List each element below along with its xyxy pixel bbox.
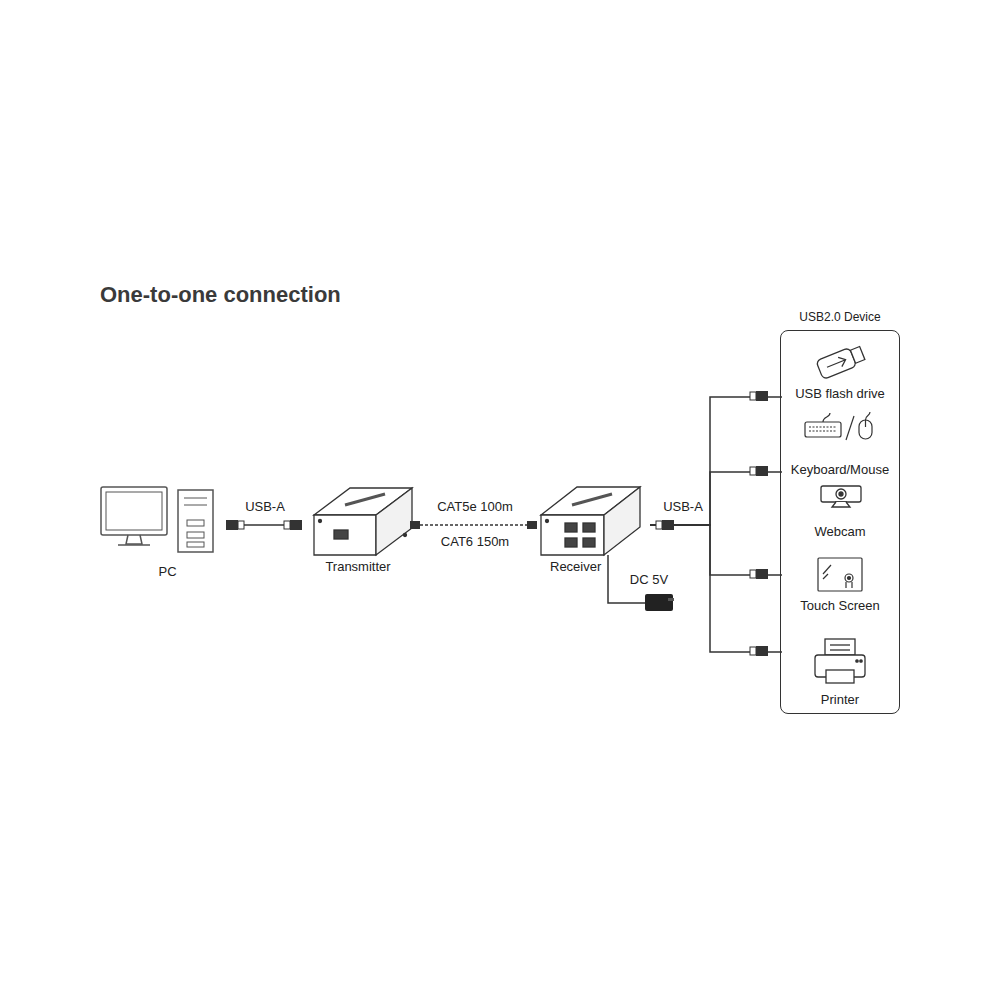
power-label: DC 5V	[628, 572, 670, 588]
node-label: Keyboard/Mouse	[791, 462, 889, 478]
node-label: Transmitter	[325, 559, 390, 575]
usb-cable	[650, 525, 782, 652]
device-item: USB flash drive	[782, 340, 898, 402]
receiver-node: Receiver	[530, 478, 650, 575]
webcam-icon	[821, 486, 861, 507]
node-label: Printer	[821, 692, 859, 708]
panel-heading: USB2.0 Device	[799, 309, 880, 325]
device-panel: USB2.0 DeviceUSB flash driveKeyboard/Mou…	[780, 306, 900, 714]
cable-label: CAT6 150m	[439, 534, 511, 550]
usb-cable	[650, 525, 782, 575]
device-item: Touch Screen	[782, 554, 898, 614]
device-item: Printer	[782, 634, 898, 708]
usb-cable	[650, 397, 782, 525]
usb-cable	[420, 524, 530, 526]
device-item: Keyboard/Mouse	[782, 408, 898, 478]
cable-label: CAT5e 100m	[435, 499, 515, 515]
power-adapter	[608, 555, 674, 611]
printer-icon	[815, 639, 865, 683]
cable-label: USB-A	[243, 499, 287, 515]
node-label: Webcam	[814, 524, 865, 540]
node-label: USB flash drive	[795, 386, 885, 402]
transmitter-node: Transmitter	[296, 480, 420, 575]
diagram-title: One-to-one connection	[100, 282, 341, 308]
node-label: Receiver	[550, 559, 601, 575]
device-item: Webcam	[782, 482, 898, 540]
pc-node: PC	[95, 486, 240, 580]
node-label: PC	[158, 564, 176, 580]
node-label: Touch Screen	[800, 598, 880, 614]
usb-cable	[650, 472, 782, 525]
pc-illustration	[101, 487, 213, 552]
receiver-illustration	[541, 487, 640, 555]
usb-plugs	[226, 391, 768, 656]
transmitter-illustration	[314, 488, 412, 555]
cable-label: USB-A	[661, 499, 705, 515]
keyboard-mouse-icon	[805, 412, 872, 440]
flash-drive-icon	[816, 344, 866, 380]
touch-screen-icon	[818, 558, 862, 591]
